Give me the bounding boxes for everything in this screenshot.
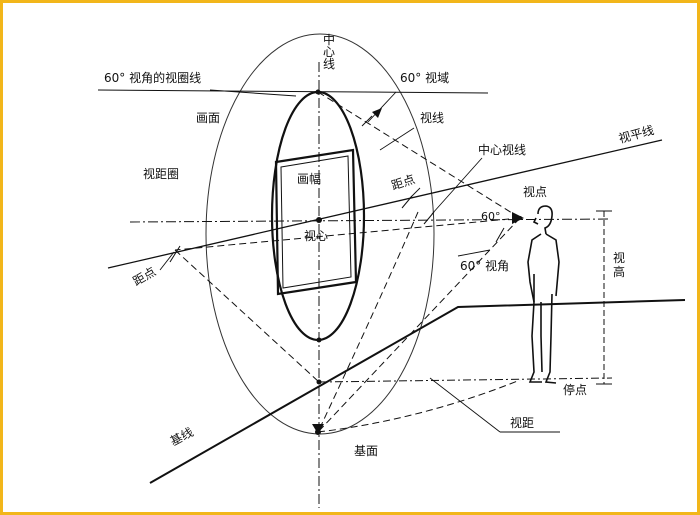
top-label-line [97, 89, 489, 94]
label-view-height-1: 视 [613, 250, 625, 265]
label-view-center: 视心 [304, 228, 328, 243]
observer-figure [527, 205, 560, 384]
label-center-sight-line: 中心视线 [478, 142, 526, 157]
label-distance-point-lower: 距点 [131, 264, 159, 288]
sight-lines [174, 91, 521, 433]
ground-line [318, 377, 613, 383]
label-picture-plane: 画面 [196, 111, 220, 125]
label-base-line: 基线 [168, 425, 196, 449]
view-height-dimension [596, 210, 612, 385]
picture-frame [274, 148, 358, 296]
label-station-point: 停点 [563, 382, 587, 397]
label-picture-frame: 画幅 [297, 171, 321, 186]
label-distance-point-upper: 距点 [390, 172, 417, 193]
label-view-distance: 视距 [510, 415, 534, 430]
label-center-line-2: 心 [323, 45, 335, 59]
center-sight-line [129, 218, 611, 223]
label-sixty-a: 60° [481, 210, 501, 223]
label-ground-plane: 基面 [354, 444, 378, 458]
label-sixty-view-circle-line: 60° 视角的视圈线 [104, 70, 201, 85]
label-sight-line: 视线 [420, 110, 444, 125]
label-center-line-1: 中 [323, 32, 335, 47]
marker-dots [315, 89, 522, 435]
label-sixty-view-angle: 60° 视角 [460, 258, 509, 273]
horizon-line [107, 139, 663, 269]
sixty-view-circle [270, 90, 366, 342]
label-view-distance-circle: 视距圈 [143, 166, 179, 181]
label-sixty-view-field: 60° 视域 [400, 70, 449, 85]
top-label-leader [209, 89, 297, 97]
label-view-point: 视点 [523, 184, 547, 199]
label-center-line-3: 线 [323, 57, 335, 71]
leader-lines [159, 91, 560, 433]
base-line [149, 299, 686, 484]
label-view-height-2: 高 [613, 264, 625, 279]
